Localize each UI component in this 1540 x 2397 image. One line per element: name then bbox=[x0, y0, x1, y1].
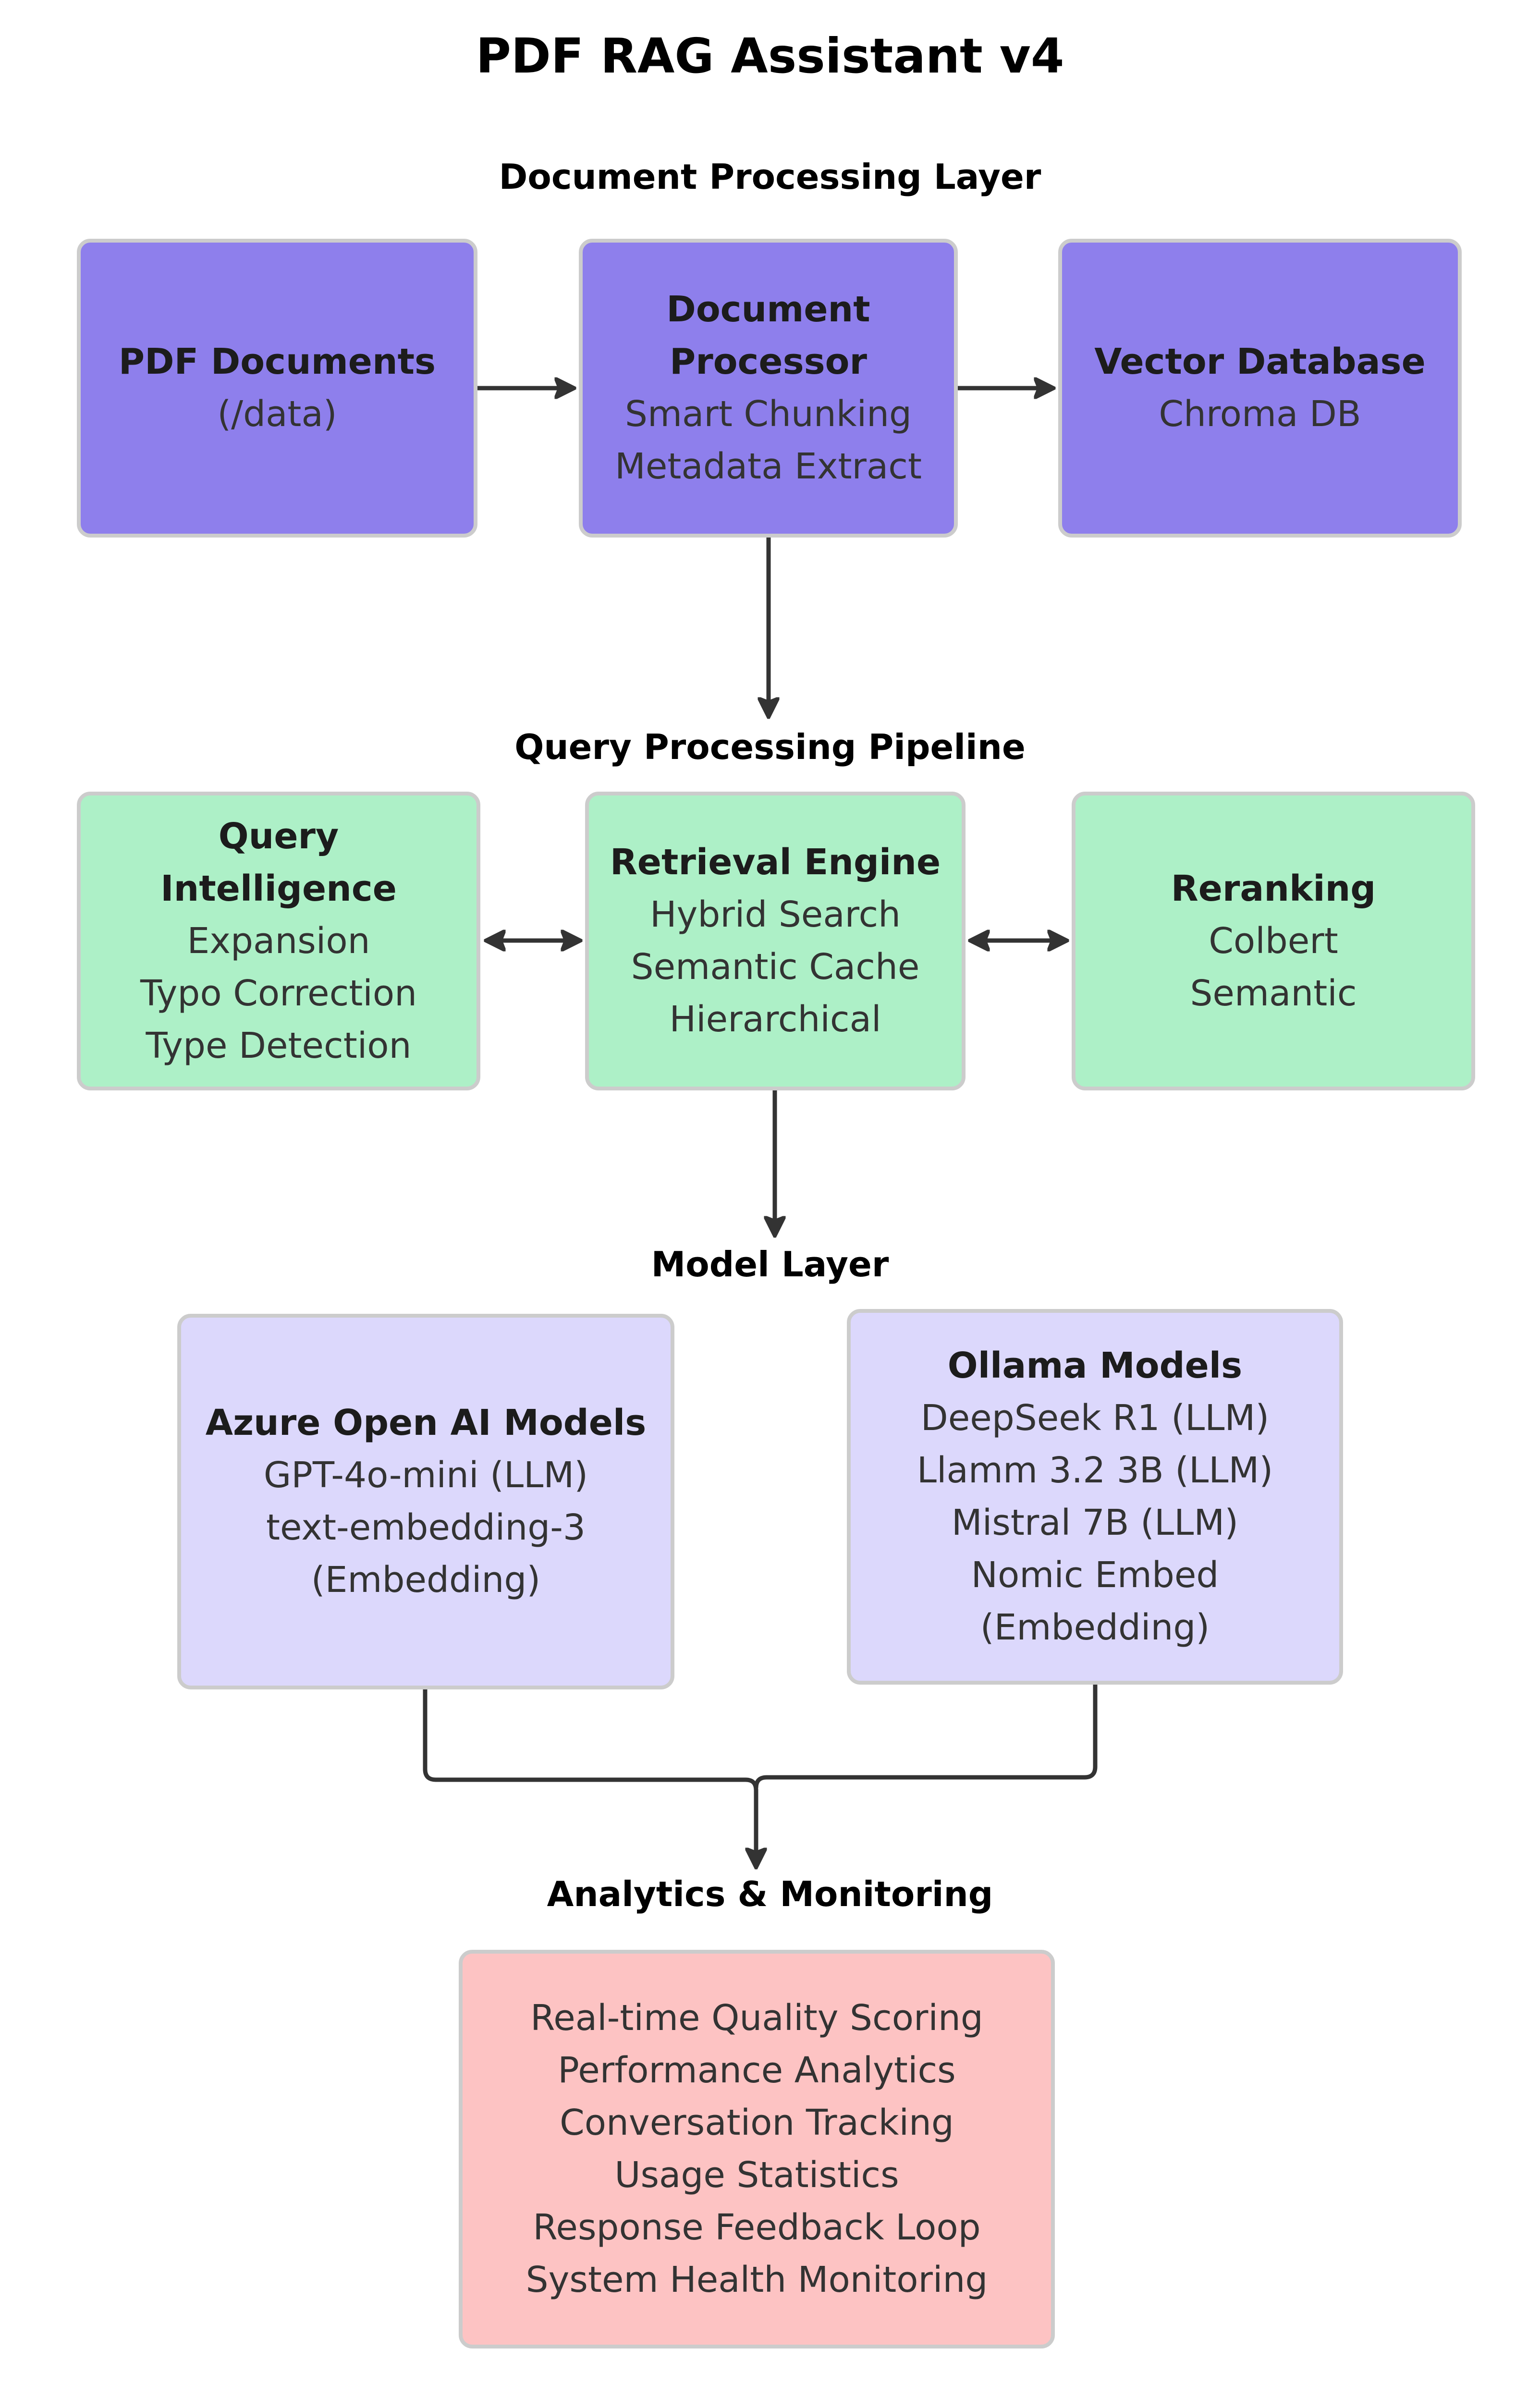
node-line: System Health Monitoring bbox=[526, 2259, 988, 2300]
node-retrieval-engine[interactable]: Retrieval Engine Hybrid Search Semantic … bbox=[585, 792, 966, 1090]
node-line: Colbert bbox=[1209, 920, 1338, 962]
node-title: PDF Documents bbox=[118, 341, 436, 382]
node-line: Llamm 3.2 3B (LLM) bbox=[917, 1450, 1273, 1491]
node-line: Typo Correction bbox=[140, 972, 417, 1014]
node-line: Metadata Extract bbox=[615, 446, 922, 487]
node-title: Query bbox=[218, 815, 339, 857]
node-line: Hybrid Search bbox=[649, 894, 901, 935]
node-title: Azure Open AI Models bbox=[205, 1402, 647, 1443]
node-vector-database[interactable]: Vector Database Chroma DB bbox=[1058, 239, 1462, 538]
node-line: Performance Analytics bbox=[558, 2050, 956, 2091]
node-line: text-embedding-3 bbox=[266, 1507, 586, 1548]
node-title: Reranking bbox=[1171, 868, 1376, 909]
node-pdf-documents[interactable]: PDF Documents (/data) bbox=[77, 239, 477, 538]
node-line: Semantic bbox=[1190, 972, 1357, 1014]
node-line: GPT-4o-mini (LLM) bbox=[263, 1455, 588, 1496]
node-azure-openai-models[interactable]: Azure Open AI Models GPT-4o-mini (LLM) t… bbox=[177, 1314, 674, 1689]
edge-ollama-to-analytics bbox=[754, 1685, 1098, 1788]
node-title: Ollama Models bbox=[947, 1345, 1243, 1386]
node-ollama-models[interactable]: Ollama Models DeepSeek R1 (LLM) Llamm 3.… bbox=[847, 1309, 1343, 1685]
node-title: Retrieval Engine bbox=[610, 842, 941, 883]
layer-title-document: Document Processing Layer bbox=[499, 157, 1041, 197]
node-line: Nomic Embed bbox=[971, 1554, 1219, 1596]
node-line: Response Feedback Loop bbox=[533, 2207, 981, 2248]
node-line: Smart Chunking bbox=[624, 393, 912, 435]
layer-title-model: Model Layer bbox=[651, 1244, 889, 1284]
diagram-title: PDF RAG Assistant v4 bbox=[476, 28, 1064, 84]
edge-azure-to-analytics bbox=[423, 1689, 756, 1867]
node-title: Intelligence bbox=[160, 868, 397, 909]
node-line: Type Detection bbox=[146, 1025, 412, 1066]
node-line: Real-time Quality Scoring bbox=[530, 1997, 983, 2039]
node-line: Conversation Tracking bbox=[560, 2102, 954, 2143]
node-line: Hierarchical bbox=[669, 999, 881, 1040]
node-line: Expansion bbox=[187, 920, 370, 962]
node-title: Document bbox=[666, 289, 870, 330]
node-reranking[interactable]: Reranking Colbert Semantic bbox=[1072, 792, 1475, 1090]
node-title: Processor bbox=[669, 341, 868, 382]
node-line: Chroma DB bbox=[1159, 393, 1361, 435]
node-line: Semantic Cache bbox=[631, 946, 920, 988]
node-line: (/data) bbox=[217, 393, 337, 435]
node-query-intelligence[interactable]: Query Intelligence Expansion Typo Correc… bbox=[77, 792, 480, 1090]
node-line: Usage Statistics bbox=[614, 2154, 899, 2196]
node-line: (Embedding) bbox=[311, 1559, 541, 1601]
node-analytics-monitoring[interactable]: Real-time Quality Scoring Performance An… bbox=[459, 1950, 1055, 2348]
node-line: DeepSeek R1 (LLM) bbox=[920, 1397, 1270, 1439]
layer-title-query: Query Processing Pipeline bbox=[514, 727, 1026, 767]
node-title: Vector Database bbox=[1094, 341, 1426, 382]
layer-title-analytics: Analytics & Monitoring bbox=[547, 1874, 993, 1914]
node-document-processor[interactable]: Document Processor Smart Chunking Metada… bbox=[579, 239, 958, 538]
node-line: Mistral 7B (LLM) bbox=[951, 1502, 1239, 1543]
node-line: (Embedding) bbox=[980, 1607, 1210, 1648]
